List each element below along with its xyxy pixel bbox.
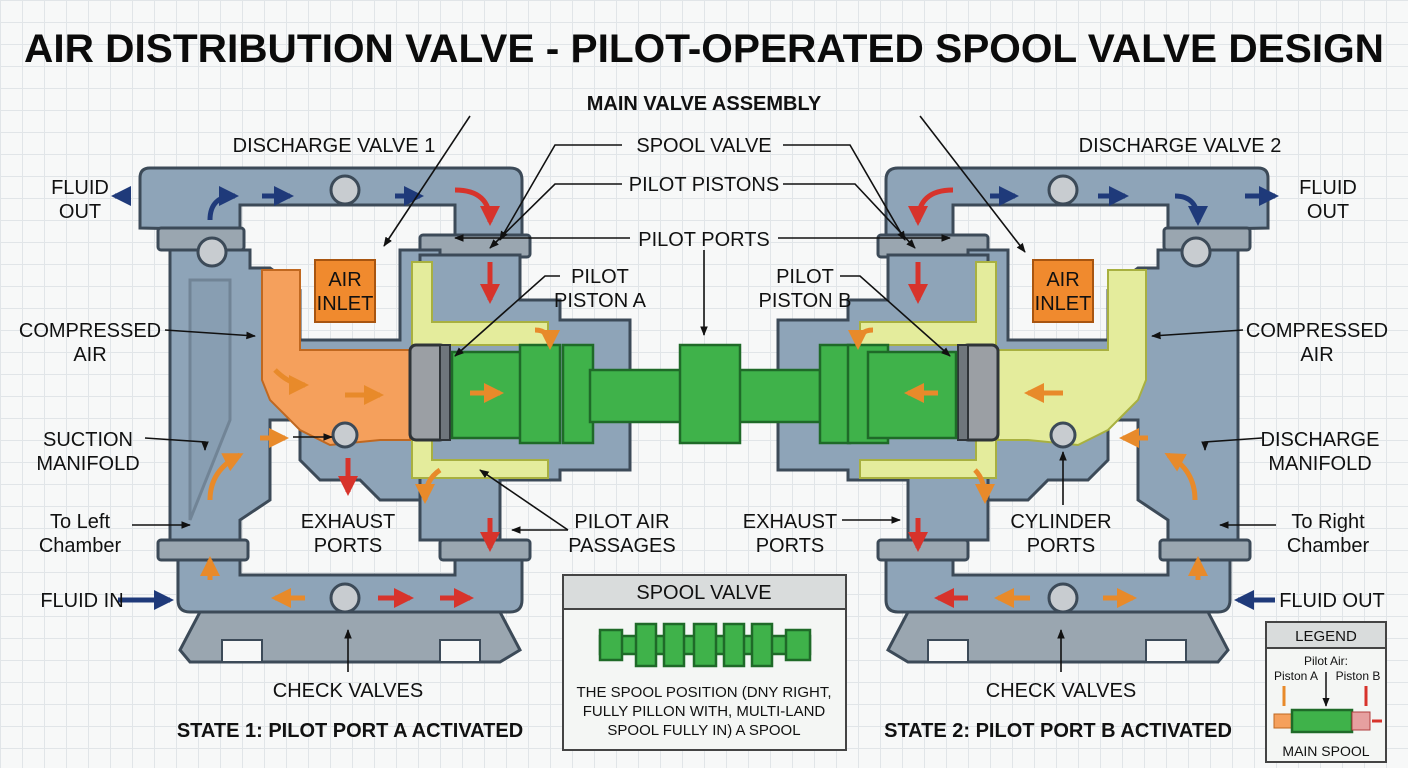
label-check-valves-right: CHECK VALVES	[986, 680, 1136, 702]
label-discharge-valve-1: DISCHARGE VALVE 1	[233, 135, 436, 157]
label-discharge-manifold-2: MANIFOLD	[1268, 453, 1371, 475]
label-pilot-piston-a-2: PISTON A	[554, 290, 647, 312]
label-check-valves-left: CHECK VALVES	[273, 680, 423, 702]
label-compressed-air-left-2: AIR	[73, 344, 106, 366]
label-cylinder-ports-2: PORTS	[1027, 535, 1096, 557]
legend-piston-b: Piston B	[1336, 669, 1381, 683]
label-pilot-air-passages-2: PASSAGES	[568, 535, 675, 557]
label-pilot-piston-b-1: PILOT	[776, 266, 834, 288]
legend-spool-icon	[1273, 708, 1382, 734]
label-pilot-piston-a-1: PILOT	[571, 266, 629, 288]
left-pump-body	[138, 166, 632, 664]
legend-piston-a: Piston A	[1274, 669, 1318, 683]
label-compressed-air-right-2: AIR	[1300, 344, 1333, 366]
label-exhaust-ports-right-1: EXHAUST	[743, 511, 837, 533]
label-exhaust-ports-left-1: EXHAUST	[301, 511, 395, 533]
label-suction-manifold-2: MANIFOLD	[36, 453, 139, 475]
spool-box-text-2: FULLY PILLON WITH, MULTI-LAND	[583, 703, 826, 720]
label-to-right-chamber-2: Chamber	[1287, 535, 1370, 557]
label-exhaust-ports-left-2: PORTS	[314, 535, 383, 557]
label-discharge-valve-2: DISCHARGE VALVE 2	[1079, 135, 1282, 157]
label-to-left-chamber-2: Chamber	[39, 535, 122, 557]
label-air-inlet-right-1: AIR	[1046, 269, 1079, 291]
label-pilot-pistons: PILOT PISTONS	[629, 174, 779, 196]
label-fluid-in: FLUID IN	[40, 590, 123, 612]
label-state-2: STATE 2: PILOT PORT B ACTIVATED	[884, 720, 1232, 742]
label-pilot-piston-b-2: PISTON B	[759, 290, 852, 312]
label-fluid-out-right-1: FLUID	[1299, 177, 1357, 199]
label-main-valve-assembly: MAIN VALVE ASSEMBLY	[587, 93, 822, 115]
flow-arrows	[111, 186, 1279, 610]
legend-title: LEGEND	[1295, 628, 1357, 645]
label-fluid-out-left-2: OUT	[59, 201, 101, 223]
spool-box-text-1: THE SPOOL POSITION (DNY RIGHT,	[576, 684, 831, 701]
page-title: AIR DISTRIBUTION VALVE - PILOT-OPERATED …	[24, 27, 1384, 71]
leader-lines	[132, 115, 1276, 672]
legend-pilot-air: Pilot Air:	[1304, 654, 1348, 668]
label-air-inlet-left-1: AIR	[328, 269, 361, 291]
label-compressed-air-left-1: COMPRESSED	[19, 320, 161, 342]
label-to-right-chamber-1: To Right	[1291, 511, 1365, 533]
label-fluid-out-right-2: OUT	[1307, 201, 1349, 223]
label-air-inlet-left-2: INLET	[317, 293, 374, 315]
label-spool-valve: SPOOL VALVE	[636, 135, 771, 157]
label-fluid-out: FLUID OUT	[1279, 590, 1385, 612]
spool-box-text-3: SPOOL FULLY IN) A SPOOL	[607, 722, 800, 739]
labels: MAIN VALVE ASSEMBLY SPOOL VALVE PILOT PI…	[19, 93, 1388, 742]
label-pilot-air-passages-1: PILOT AIR	[574, 511, 669, 533]
spool-inset-drawing	[598, 622, 812, 668]
label-cylinder-ports-1: CYLINDER	[1010, 511, 1111, 533]
spool-inset-box: SPOOL VALVE THE SPOOL POSITION (DNY RIGH…	[562, 574, 847, 751]
label-state-1: STATE 1: PILOT PORT A ACTIVATED	[177, 720, 523, 742]
label-pilot-ports: PILOT PORTS	[638, 229, 770, 251]
spool-box-title: SPOOL VALVE	[636, 582, 771, 604]
label-suction-manifold-1: SUCTION	[43, 429, 133, 451]
label-air-inlet-right-2: INLET	[1035, 293, 1092, 315]
main-spool	[450, 343, 958, 445]
legend: LEGEND Pilot Air: Piston A Piston B MAIN…	[1265, 621, 1387, 763]
label-compressed-air-right-1: COMPRESSED	[1246, 320, 1388, 342]
label-to-left-chamber-1: To Left	[50, 511, 110, 533]
legend-main-spool: MAIN SPOOL	[1282, 743, 1369, 759]
label-discharge-manifold-1: DISCHARGE	[1261, 429, 1380, 451]
label-fluid-out-left-1: FLUID	[51, 177, 109, 199]
label-exhaust-ports-right-2: PORTS	[756, 535, 825, 557]
